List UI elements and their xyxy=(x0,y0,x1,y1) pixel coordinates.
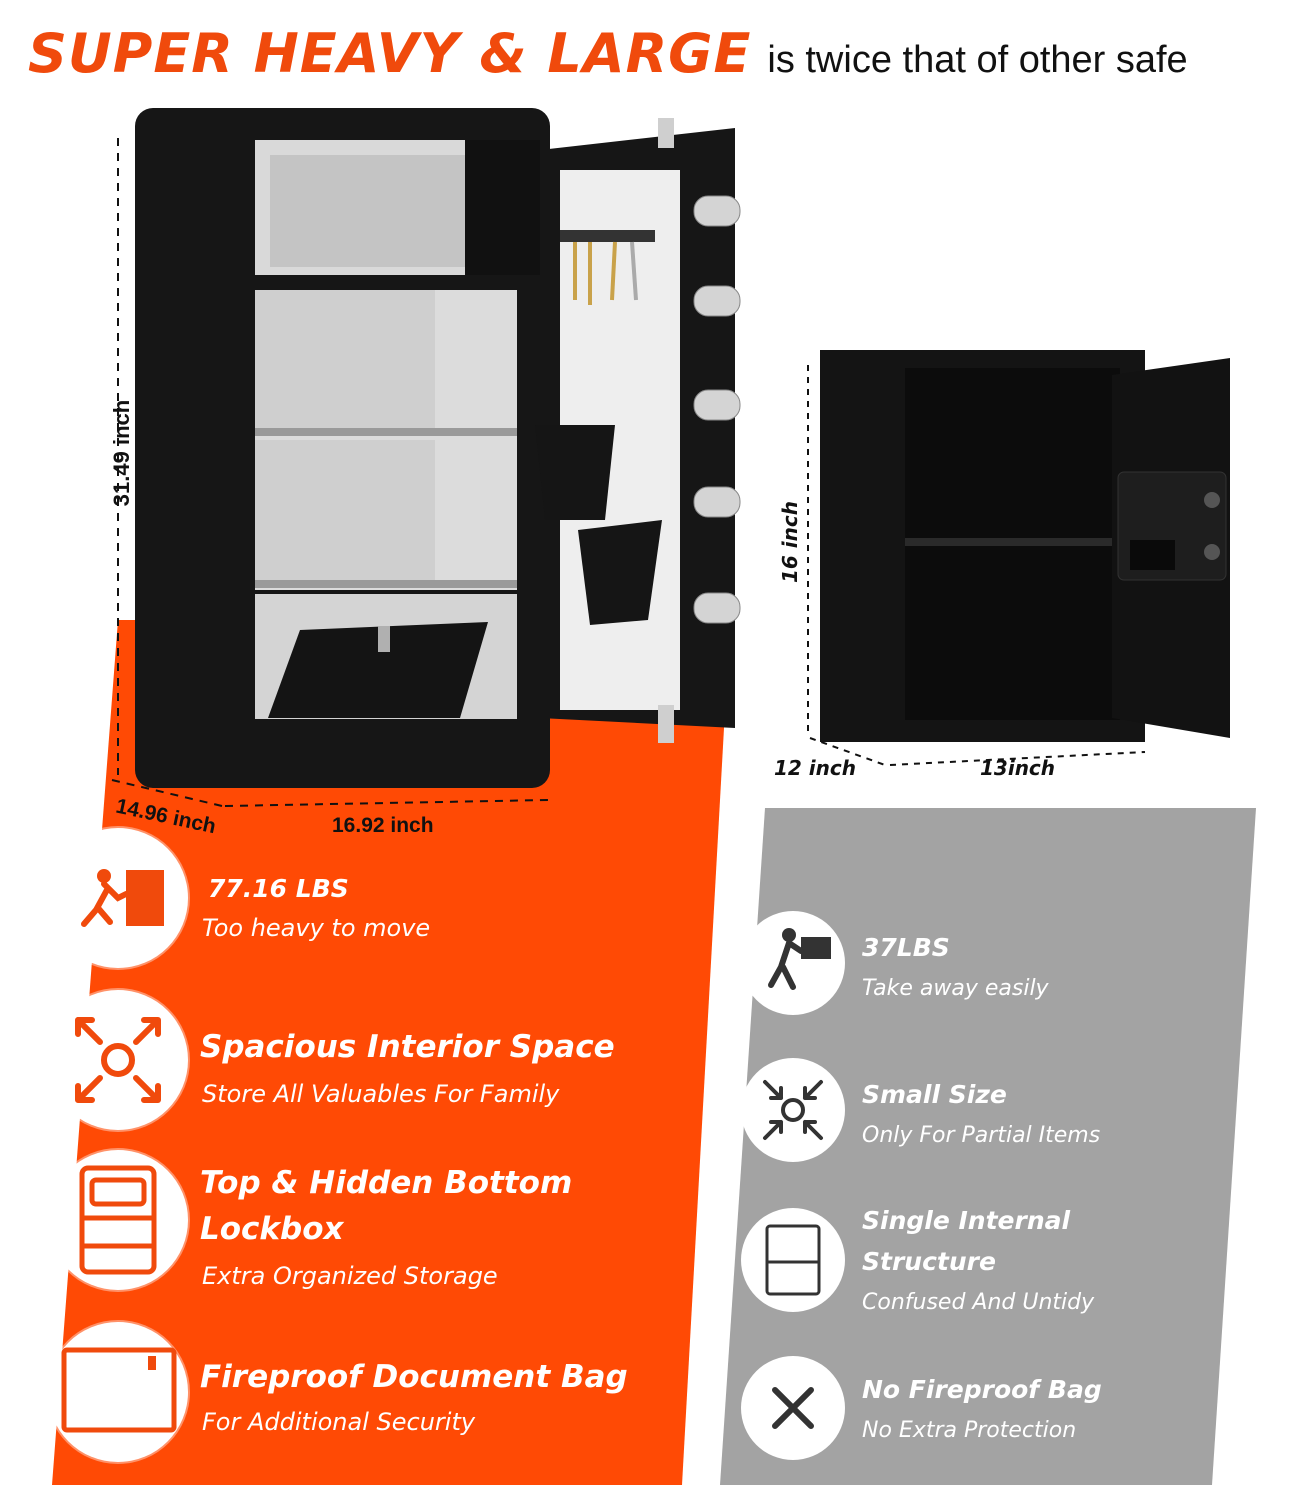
feature-lockbox-subtitle: Extra Organized Storage xyxy=(202,1262,498,1290)
locking-bolt xyxy=(693,592,741,624)
hinge-bottom xyxy=(658,705,674,743)
locking-bolt xyxy=(693,195,741,227)
small-feature-bag-circle xyxy=(741,1356,845,1460)
feature-bag-subtitle: For Additional Security xyxy=(202,1408,476,1436)
compress-arrows-icon xyxy=(763,1080,823,1140)
top-compartment-inner xyxy=(270,155,470,267)
locking-bolt xyxy=(693,285,741,317)
feature-weight-title: 77.16 LBS xyxy=(208,874,349,903)
small-width-label: 13inch xyxy=(980,756,1056,780)
feature-lockbox-title-line2: Lockbox xyxy=(200,1211,344,1247)
small-feature-structure-title-line1: Single Internal xyxy=(862,1206,1071,1235)
shelf-2 xyxy=(255,580,517,588)
small-height-label: 16 inch xyxy=(778,501,802,583)
expand-arrows-icon xyxy=(75,1017,161,1103)
small-feature-weight-subtitle: Take away easily xyxy=(862,976,1049,1001)
person-carrying-box-icon xyxy=(768,928,831,990)
small-feature-weight-title: 37LBS xyxy=(862,933,950,962)
small-feature-size-circle xyxy=(741,1058,845,1162)
small-feature-bag-title: No Fireproof Bag xyxy=(862,1375,1102,1404)
headline: SUPER HEAVY & LARGE is twice that of othe… xyxy=(28,22,1288,102)
feature-space-subtitle: Store All Valuables For Family xyxy=(202,1080,560,1108)
bottom-lockbox-door xyxy=(268,622,488,718)
feature-bag-circle xyxy=(48,1322,188,1462)
feature-space-title: Spacious Interior Space xyxy=(200,1029,615,1065)
headline-main: SUPER HEAVY & LARGE xyxy=(28,22,752,85)
small-feature-structure-subtitle: Confused And Untidy xyxy=(862,1290,1095,1315)
single-shelf-icon xyxy=(765,1224,821,1296)
depth-dimension-line xyxy=(111,779,223,807)
feature-weight-circle xyxy=(48,828,188,968)
door-pocket-upper xyxy=(535,425,615,520)
small-feature-bag-subtitle: No Extra Protection xyxy=(862,1418,1077,1443)
feature-lockbox-title-line1: Top & Hidden Bottom xyxy=(200,1165,573,1201)
headline-tail: is twice that of other safe xyxy=(767,39,1188,81)
large-width-label: 16.92 inch xyxy=(332,814,434,837)
small-safe-knob xyxy=(1204,544,1220,560)
bottom-lock-latch xyxy=(378,626,390,652)
locking-bolt xyxy=(693,389,741,421)
small-depth-dimension-line xyxy=(809,737,886,766)
small-safe-screen xyxy=(1130,540,1175,570)
feature-space-circle xyxy=(48,990,188,1130)
lockbox-safe-icon xyxy=(79,1165,157,1275)
feature-weight-subtitle: Too heavy to move xyxy=(202,914,431,942)
feature-lockbox-circle xyxy=(48,1150,188,1290)
small-feature-structure-circle xyxy=(741,1208,845,1312)
hinge-top xyxy=(658,118,674,148)
small-feature-size-title: Small Size xyxy=(862,1080,1007,1109)
small-depth-label: 12 inch xyxy=(774,756,856,780)
door-pocket-lower xyxy=(578,520,662,625)
key-rack xyxy=(560,230,655,242)
locking-bolt xyxy=(693,486,741,518)
small-feature-structure-title-line2: Structure xyxy=(862,1247,996,1276)
document-bag-icon xyxy=(61,1347,177,1433)
feature-bag-title: Fireproof Document Bag xyxy=(200,1359,628,1395)
shelf-1 xyxy=(255,428,517,436)
small-safe-knob xyxy=(1204,492,1220,508)
person-pushing-safe-icon xyxy=(81,869,164,927)
cavity-back-lower xyxy=(255,440,435,580)
x-mark-icon xyxy=(772,1387,814,1429)
small-feature-size-subtitle: Only For Partial Items xyxy=(862,1123,1101,1148)
small-feature-weight-circle xyxy=(741,911,845,1015)
top-lockbox-door xyxy=(465,140,540,275)
small-safe-shelf xyxy=(905,538,1120,546)
cavity-back-upper xyxy=(255,290,435,430)
